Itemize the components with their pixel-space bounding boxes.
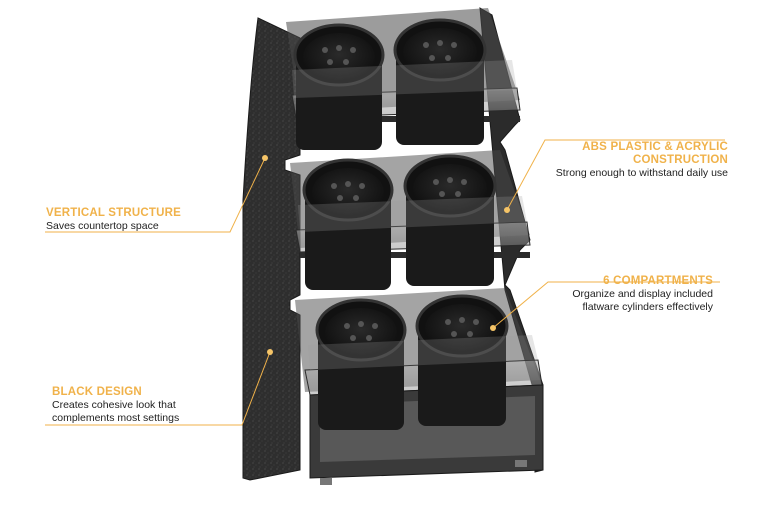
callout-six-compartments: 6 COMPARTMENTS Organize and display incl… [572, 275, 713, 314]
side-panel [242, 17, 301, 481]
dot-compartments [490, 325, 496, 331]
callout-black-design: BLACK DESIGN Creates cohesive look that … [52, 386, 179, 425]
cylinder-3 [302, 158, 394, 290]
callout-abs-title-2: CONSTRUCTION [632, 154, 728, 166]
callout-vertical-desc: Saves countertop space [46, 220, 159, 232]
callout-abs-desc: Strong enough to withstand daily use [555, 167, 728, 179]
line-compartments [492, 281, 720, 329]
callout-abs-title-1: ABS PLASTIC & ACRYLIC [582, 141, 728, 153]
dot-abs [504, 207, 510, 213]
cylinder-6 [415, 294, 509, 426]
callout-abs-construction: ABS PLASTIC & ACRYLIC CONSTRUCTION Stron… [556, 141, 728, 180]
cylinder-5 [315, 298, 407, 430]
callout-compartments-desc-2: flatware cylinders effectively [582, 301, 713, 313]
cylinder-2 [393, 18, 487, 145]
flatware-cylinders [293, 18, 509, 430]
cylinder-1 [293, 23, 385, 150]
line-abs [506, 139, 725, 211]
callout-compartments-desc-1: Organize and display included [572, 288, 713, 300]
callout-dots [262, 155, 510, 355]
dot-black [267, 349, 273, 355]
callout-black-desc-1: Creates cohesive look that [52, 399, 176, 411]
callout-black-title: BLACK DESIGN [52, 386, 142, 398]
dot-vertical [262, 155, 268, 161]
callout-vertical-structure: VERTICAL STRUCTURE Saves countertop spac… [46, 207, 181, 233]
line-black [45, 351, 271, 426]
callout-vertical-title: VERTICAL STRUCTURE [46, 207, 182, 219]
callout-black-desc-2: complements most settings [52, 412, 180, 424]
cylinder-4 [403, 154, 497, 286]
line-vertical [45, 157, 266, 233]
callout-lines [45, 139, 725, 426]
callout-compartments-title: 6 COMPARTMENTS [603, 275, 713, 287]
